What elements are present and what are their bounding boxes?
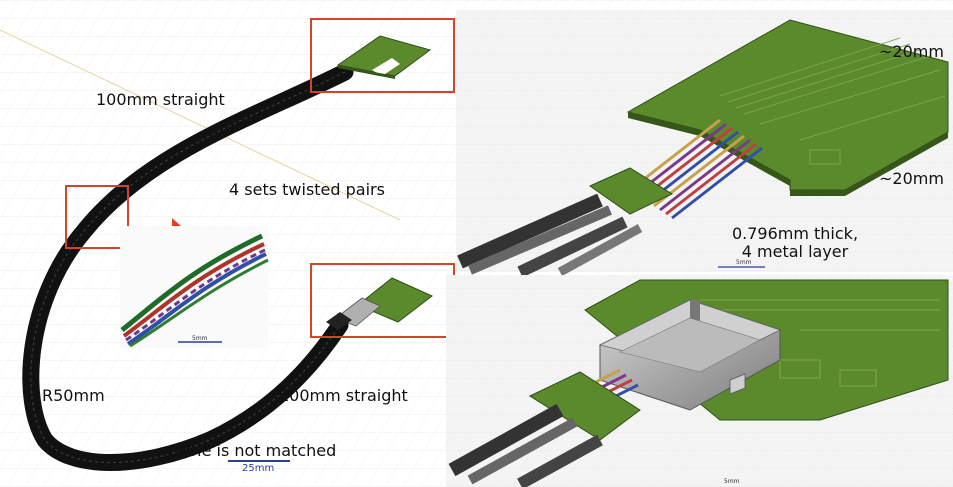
cable-bundle-top bbox=[457, 193, 643, 278]
highlight-box-twist bbox=[65, 185, 129, 249]
cable-loop bbox=[22, 63, 354, 471]
label-cable-note: Cable is not matched bbox=[166, 441, 337, 460]
twist-scale-label: 5mm bbox=[192, 335, 208, 342]
top-connector-board bbox=[336, 35, 432, 79]
label-height-dim: ~20mm bbox=[879, 169, 944, 188]
cable-bundle-bottom bbox=[448, 403, 603, 487]
highlight-box-top-connector bbox=[310, 18, 455, 93]
inset-bottom-scale-label: 5mm bbox=[724, 478, 740, 485]
connector-render bbox=[446, 275, 953, 487]
label-width-dim: ~20mm bbox=[879, 42, 944, 61]
label-thickness-line2: 4 metal layer bbox=[741, 242, 849, 261]
usbc-shell bbox=[598, 299, 782, 411]
label-straight-bottom: 100mm straight bbox=[279, 386, 408, 405]
main-scale-label: 25mm bbox=[242, 463, 275, 474]
label-radius: R50mm bbox=[42, 386, 105, 405]
pcb-top-render bbox=[456, 10, 953, 278]
label-straight-top: 100mm straight bbox=[96, 90, 225, 109]
inset-top-scale-label: 5mm bbox=[736, 259, 752, 266]
bottom-connector-board bbox=[326, 277, 433, 330]
label-twisted-pairs: 4 sets twisted pairs bbox=[229, 180, 385, 199]
label-thickness-line1: 0.796mm thick, bbox=[731, 224, 859, 243]
twisted-pair-inset bbox=[120, 226, 269, 348]
axis-line bbox=[0, 29, 401, 221]
